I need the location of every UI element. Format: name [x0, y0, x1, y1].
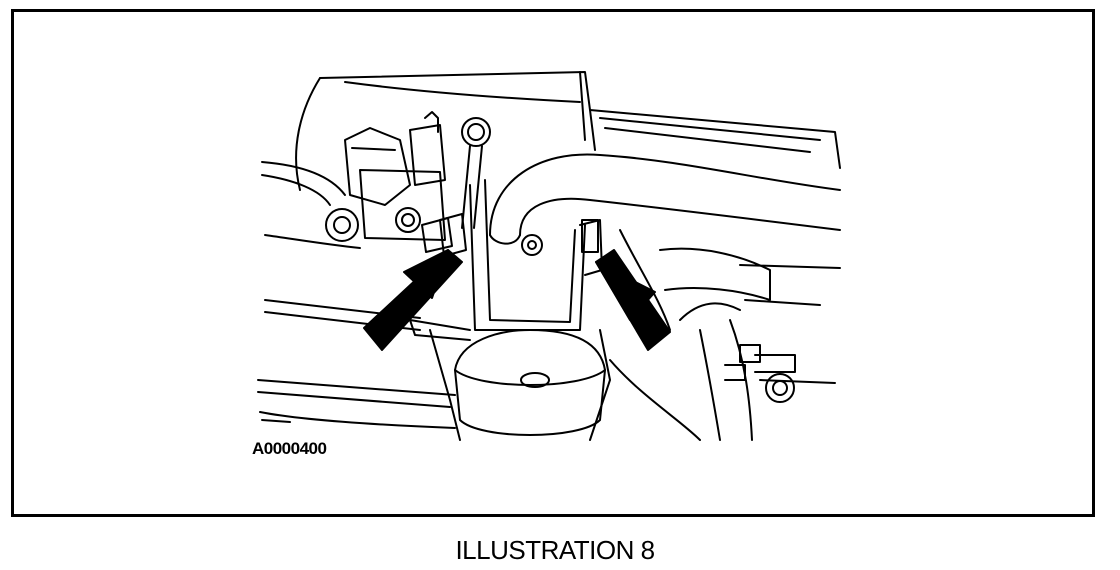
- left-bracket: [325, 111, 446, 242]
- arrow-left-nut: [363, 249, 463, 351]
- right-hose: [609, 229, 796, 441]
- figure-reference-code: A0000400: [252, 439, 327, 458]
- upper-hose: [489, 153, 841, 256]
- illustration-frame: [11, 9, 1095, 517]
- frame-rails: [257, 71, 841, 429]
- center-bolt: [421, 117, 491, 257]
- arrow-right-nut: [595, 249, 671, 351]
- figure-caption: ILLUSTRATION 8: [455, 535, 655, 565]
- lower-mount: [429, 329, 611, 441]
